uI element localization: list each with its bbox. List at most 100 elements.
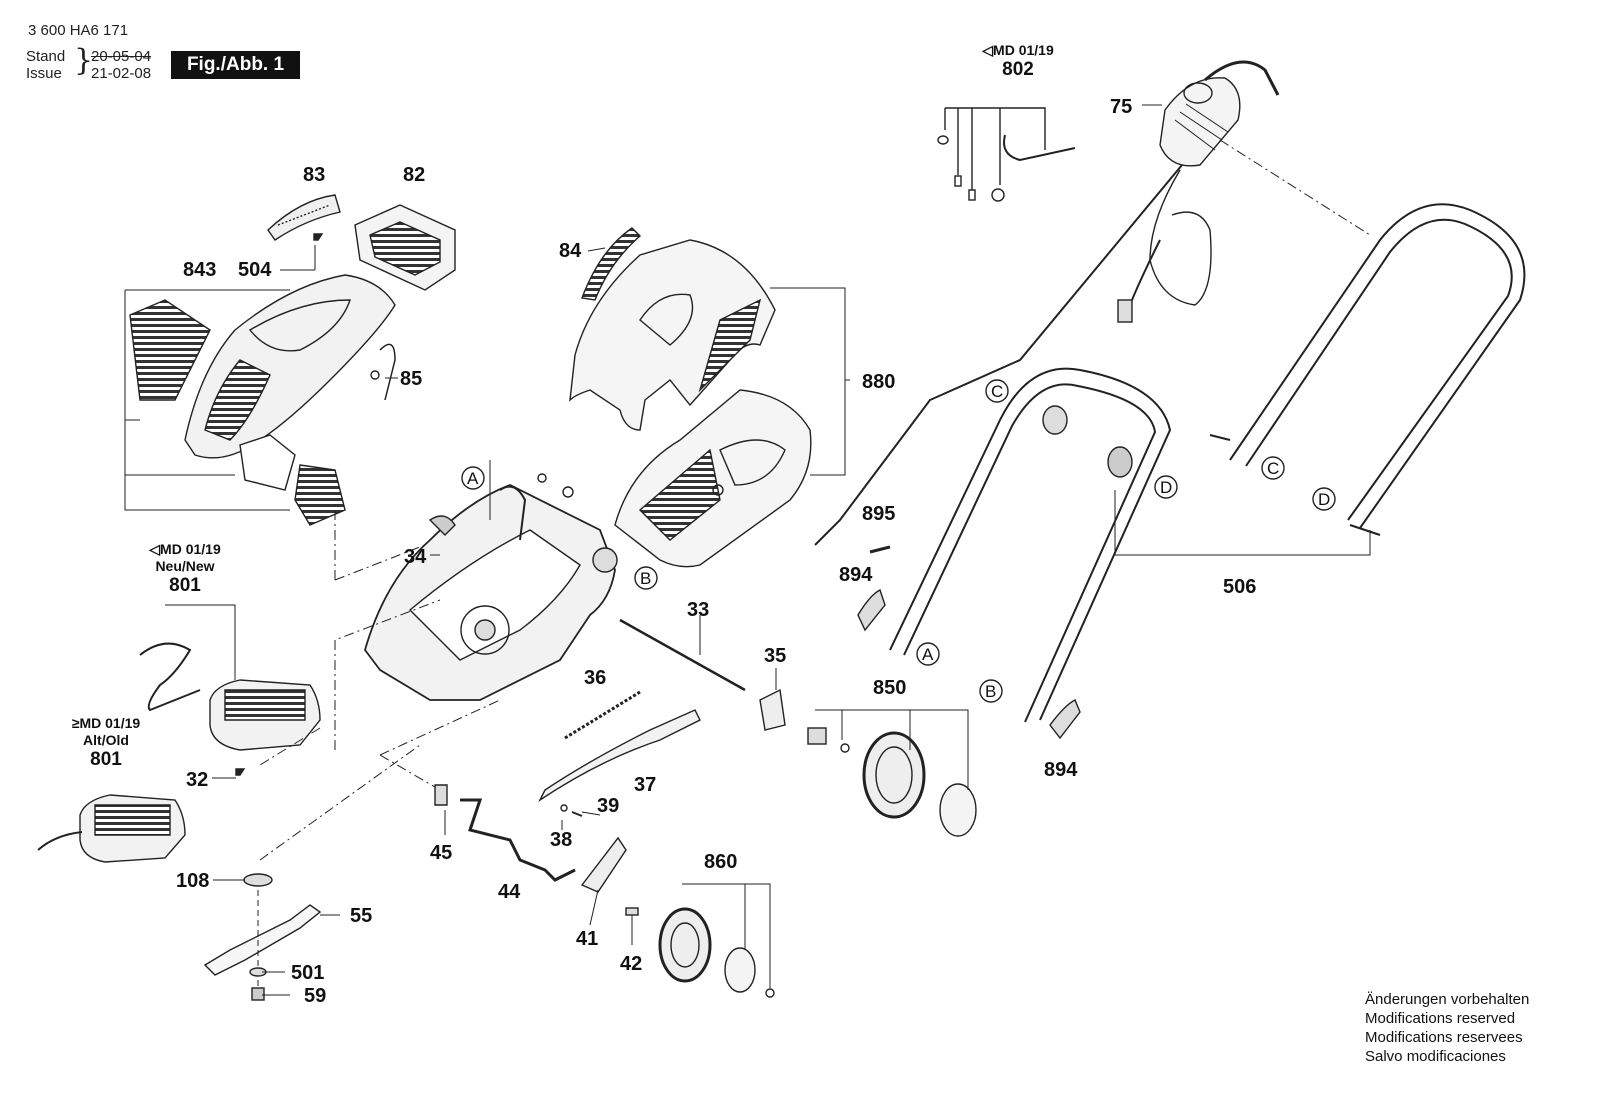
cable-kit-802 <box>937 107 1076 202</box>
ref-circle-d1 <box>1154 475 1178 499</box>
ref-circle-c2 <box>1261 456 1285 480</box>
bracket-506 <box>1114 490 1371 556</box>
label-39: 39 <box>597 795 619 817</box>
wheel-850 <box>807 727 977 837</box>
rod-33 <box>619 618 746 692</box>
label-75: 75 <box>1110 96 1132 118</box>
label-108: 108 <box>176 870 209 892</box>
grass-box-lid <box>569 239 776 431</box>
label-35: 35 <box>764 645 786 667</box>
ref-a1: A <box>467 469 479 488</box>
notice-es: Salvo modificaciones <box>1365 1048 1506 1065</box>
md-label-801-old-variant: Alt/Old <box>83 732 129 748</box>
md-label-801-old-part: 801 <box>90 749 122 770</box>
lever-894-front <box>857 589 886 632</box>
washer-108 <box>243 873 273 887</box>
handle-lower-u <box>889 367 1172 723</box>
lever-41 <box>580 836 627 893</box>
label-85: 85 <box>400 368 422 390</box>
label-44: 44 <box>498 881 521 903</box>
label-894-rear: 894 <box>1044 759 1078 781</box>
pin-895 <box>869 545 891 554</box>
blade-55 <box>203 904 322 976</box>
flap-82 <box>354 204 456 291</box>
label-895: 895 <box>862 503 895 525</box>
ref-d2: D <box>1318 490 1330 509</box>
ref-c1: C <box>991 382 1003 401</box>
stand-label: Stand <box>26 48 66 65</box>
handle-upper-u <box>1229 203 1526 529</box>
md-label-801-new-revision: ◁MD 01/19 <box>149 541 221 557</box>
bracket-35 <box>759 688 786 731</box>
md-label-801-new-variant: Neu/New <box>155 558 215 574</box>
label-850: 850 <box>873 677 906 699</box>
document-number: 3 600 HA6 171 <box>28 22 129 39</box>
handle-83 <box>267 194 341 241</box>
md-label-801-new: ◁MD 01/19 Neu/New 801 <box>130 541 240 597</box>
handle-strip-84 <box>581 227 642 301</box>
md-label-802: ◁MD 01/19 802 <box>968 42 1068 81</box>
stand-date: 20-05-04 <box>91 48 152 65</box>
cover-843 <box>129 274 396 526</box>
wheel-860 <box>658 907 775 998</box>
issue-label: Issue <box>26 65 62 82</box>
md-label-801-new-part: 801 <box>169 575 201 596</box>
label-894-front: 894 <box>839 564 873 586</box>
leader-75 <box>1219 139 1371 236</box>
md-label-802-revision: ◁MD 01/19 <box>982 42 1054 58</box>
switch-box-75 <box>814 60 1280 546</box>
bushing-45 <box>434 784 448 806</box>
md-label-801-old-revision: ≥MD 01/19 <box>71 715 141 731</box>
label-38: 38 <box>550 829 572 851</box>
spring-36 <box>564 690 641 740</box>
label-501: 501 <box>291 962 324 984</box>
label-34: 34 <box>404 546 427 568</box>
label-84: 84 <box>559 240 582 262</box>
ref-circle-a2 <box>916 642 940 666</box>
label-32: 32 <box>186 769 208 791</box>
ref-circle-a1 <box>461 466 485 490</box>
spring-85 <box>379 343 396 401</box>
notice-de: Änderungen vorbehalten <box>1365 991 1530 1008</box>
ref-b2: B <box>985 682 996 701</box>
ref-c2: C <box>1267 459 1279 478</box>
label-880: 880 <box>862 371 895 393</box>
brace-icon: } <box>74 43 94 78</box>
ref-circle-b2 <box>979 679 1003 703</box>
grass-box-basket <box>614 389 812 568</box>
label-843: 843 <box>183 259 216 281</box>
figure-label: Fig./Abb. 1 <box>171 51 300 79</box>
notice-en: Modifications reserved <box>1365 1010 1516 1027</box>
axle-44 <box>460 798 576 882</box>
mower-deck <box>364 484 618 701</box>
ref-circle-b1 <box>634 566 658 590</box>
label-506: 506 <box>1223 576 1256 598</box>
label-55: 55 <box>350 905 372 927</box>
md-label-801-old: ≥MD 01/19 Alt/Old 801 <box>48 715 164 771</box>
ref-circle-c1 <box>985 379 1009 403</box>
lever-37 <box>538 709 701 803</box>
label-36: 36 <box>584 667 606 689</box>
label-860: 860 <box>704 851 737 873</box>
motor-801-new <box>139 642 321 751</box>
label-504: 504 <box>238 259 272 281</box>
notice-fr: Modifications reservees <box>1365 1029 1523 1046</box>
issue-date: 21-02-08 <box>91 65 152 82</box>
knob-d <box>1107 446 1133 478</box>
label-45: 45 <box>430 842 452 864</box>
label-83: 83 <box>303 164 325 186</box>
label-82: 82 <box>403 164 425 186</box>
ref-a2: A <box>922 645 934 664</box>
md-label-802-part: 802 <box>1002 59 1034 80</box>
label-41: 41 <box>576 928 598 950</box>
modifications-notice: Änderungen vorbehalten Modifications res… <box>1365 990 1529 1066</box>
label-59: 59 <box>304 985 326 1007</box>
motor-801-old <box>37 794 186 863</box>
label-37: 37 <box>634 774 656 796</box>
knob-c <box>1042 405 1068 435</box>
label-33: 33 <box>687 599 709 621</box>
ref-d1: D <box>1160 478 1172 497</box>
lever-894-rear <box>1049 699 1081 740</box>
ref-circle-d2 <box>1312 487 1336 511</box>
